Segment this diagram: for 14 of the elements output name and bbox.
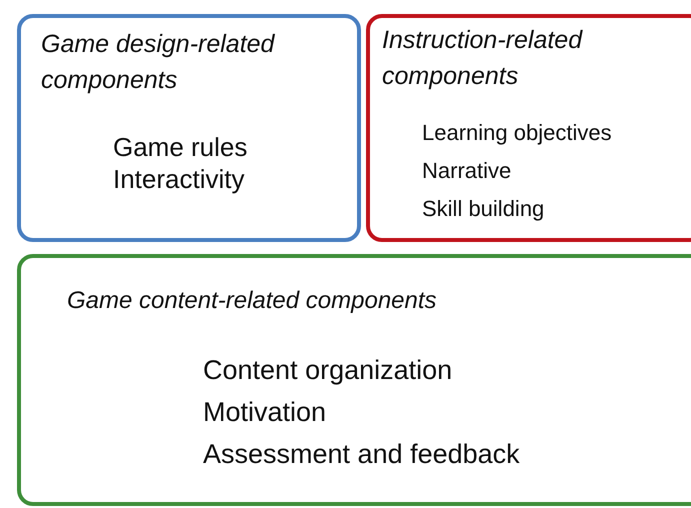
component-item: Content organization [203, 354, 452, 386]
component-item: Motivation [203, 396, 326, 428]
component-item: Game rules [113, 132, 248, 164]
component-item: Narrative [422, 158, 512, 184]
component-item: Learning objectives [422, 120, 612, 146]
component-item: Skill building [422, 196, 544, 222]
category-box [17, 14, 361, 242]
component-item: Interactivity [113, 164, 244, 196]
category-box [366, 14, 691, 242]
component-item: Assessment and feedback [203, 438, 520, 470]
box-heading: Game content-related components [67, 286, 438, 316]
category-box [17, 254, 691, 506]
box-heading: Instruction-related components [382, 25, 584, 92]
box-heading: Game design-related components [41, 29, 276, 96]
